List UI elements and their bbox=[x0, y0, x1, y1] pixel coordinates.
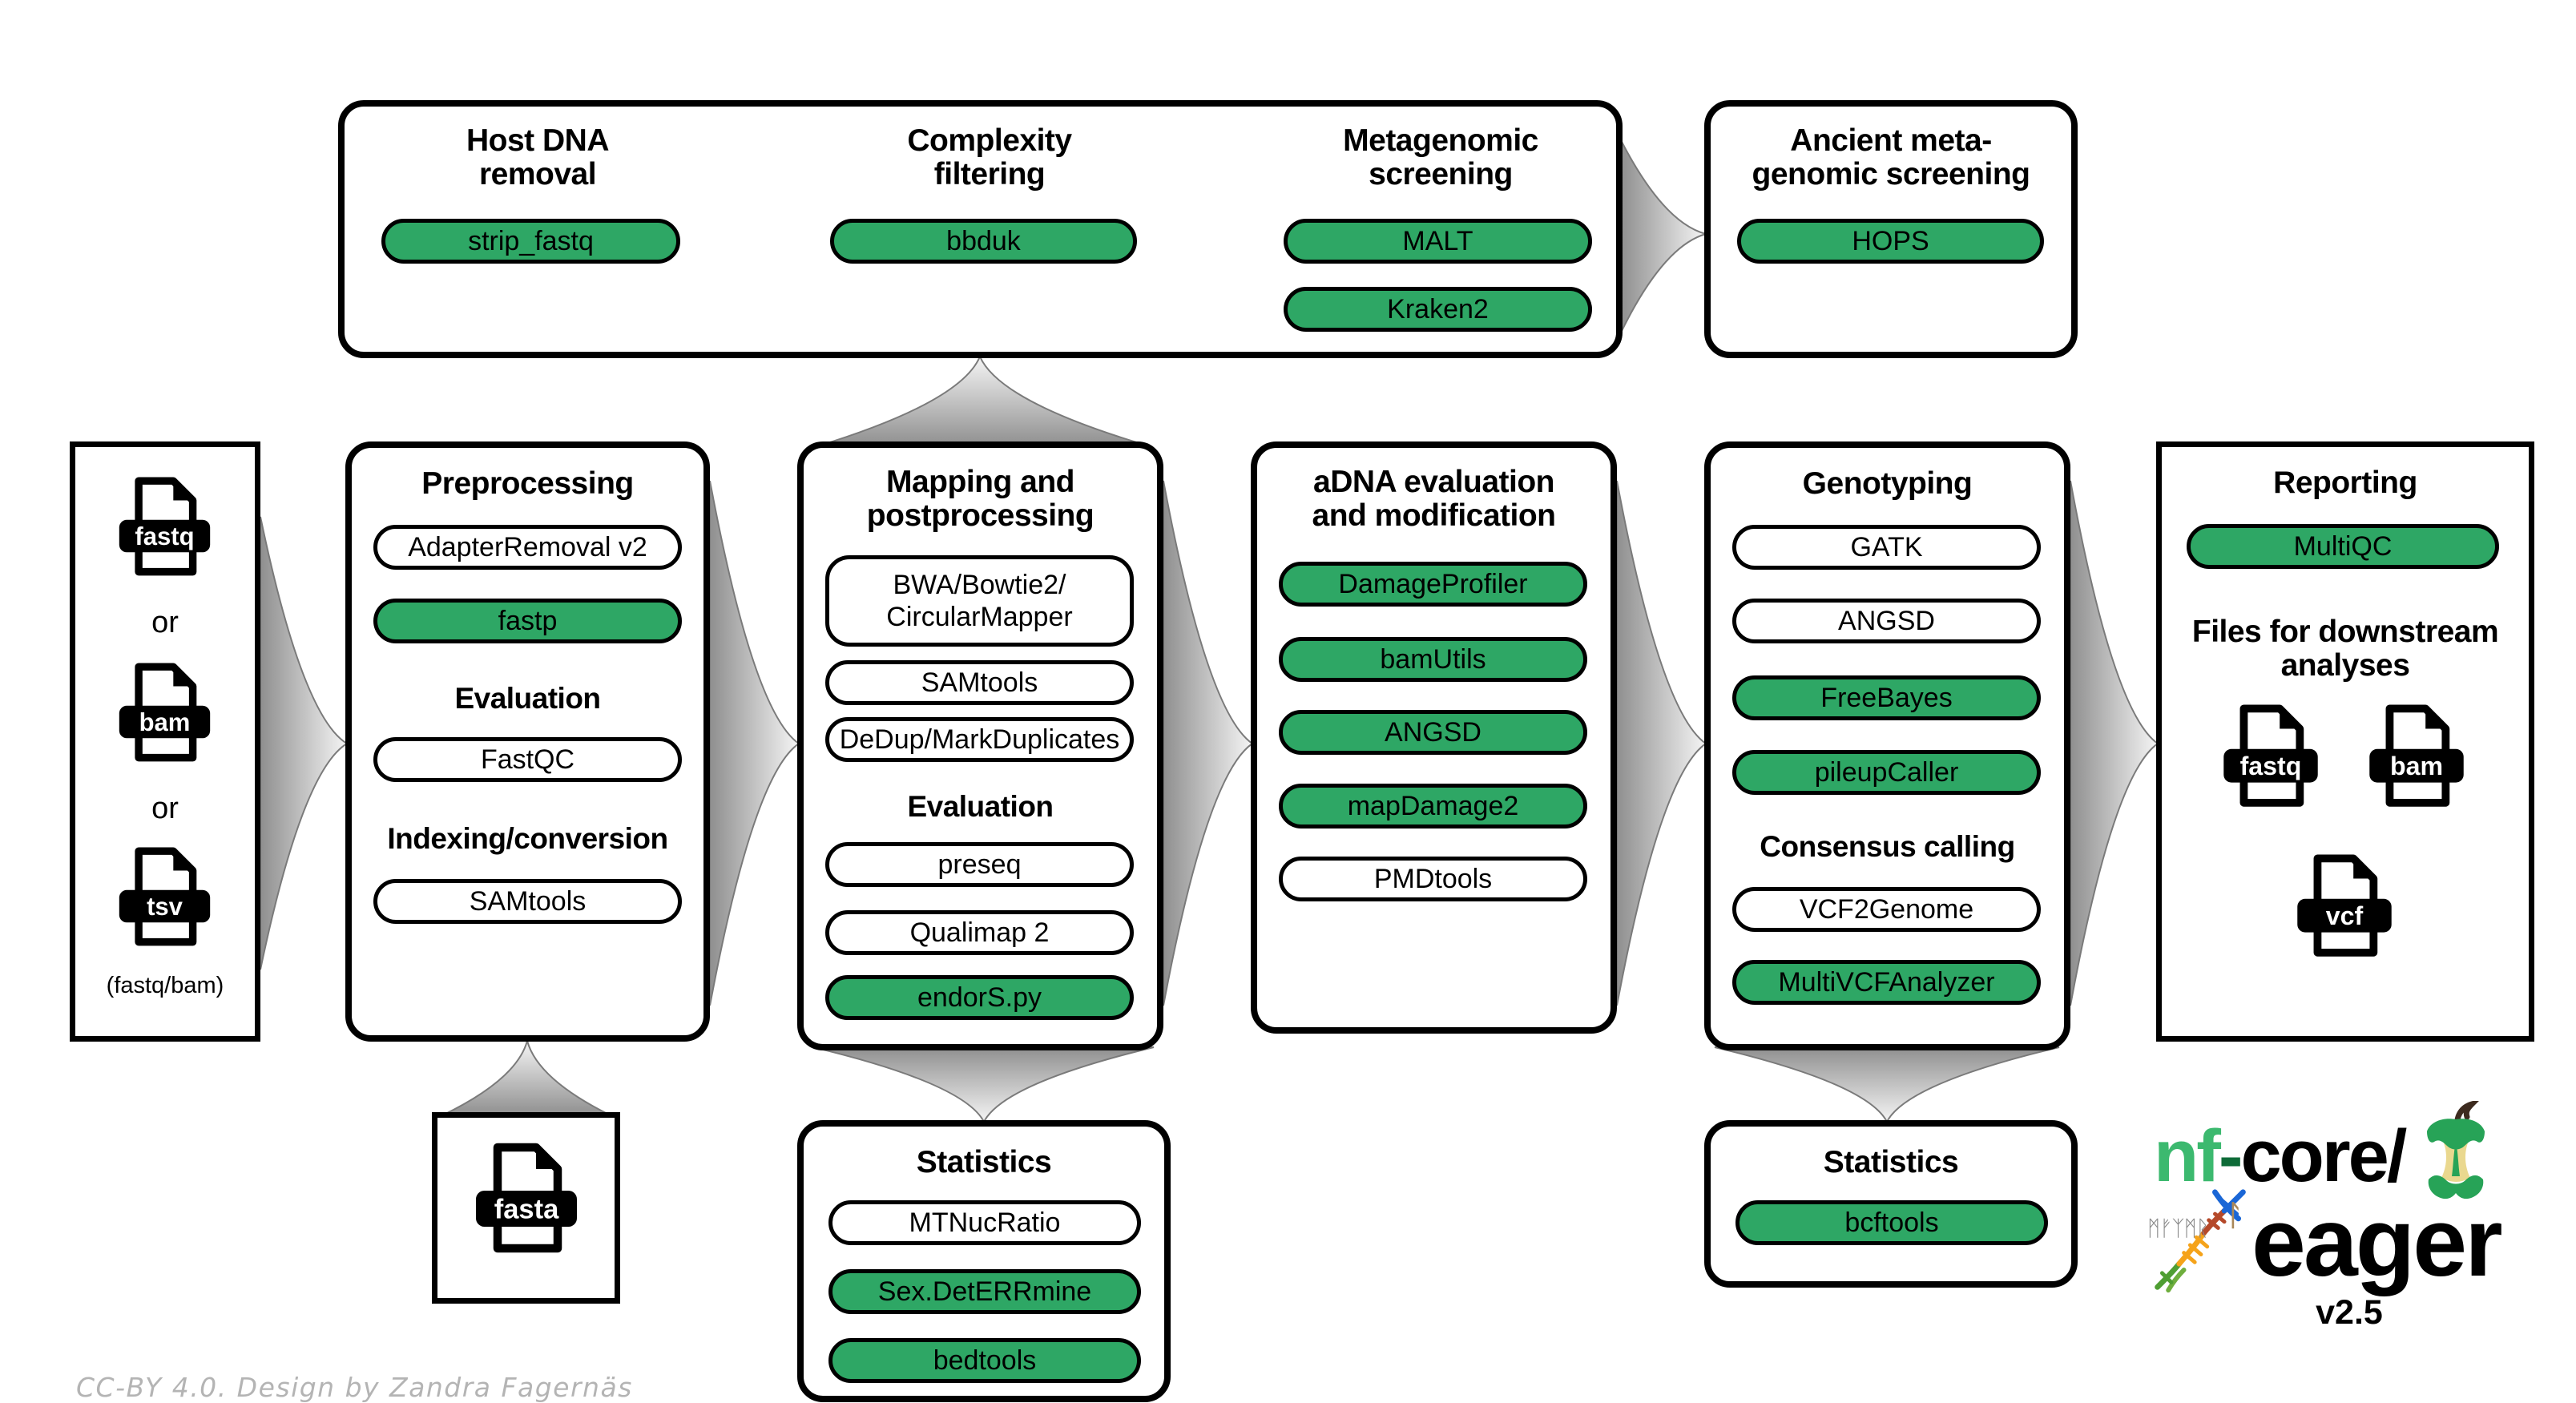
reporting-box: Reporting MultiQC Files for downstream a… bbox=[2156, 441, 2534, 1042]
arrow-genotyping-to-statistics bbox=[1714, 1046, 2060, 1124]
metagenomic-screening-title: Metagenomic screening bbox=[1343, 123, 1538, 192]
input-formats-note: (fastq/bam) bbox=[106, 973, 224, 998]
tool-pill-mapdamage: mapDamage2 bbox=[1279, 784, 1587, 828]
tool-pill-bamutils: bamUtils bbox=[1279, 637, 1587, 682]
tool-pill-damageprofiler: DamageProfiler bbox=[1279, 562, 1587, 607]
tool-pill-pmdtools: PMDtools bbox=[1279, 857, 1587, 901]
tool-pill-dedup: DeDup/MarkDuplicates bbox=[825, 717, 1134, 762]
dna-helix-icon: ᛗᚠᛉᛗᚱ ᛚ bbox=[2147, 1187, 2251, 1296]
input-files-box: fastq or bam or tsv (fastq/bam) bbox=[70, 441, 260, 1042]
genotyping-box: Genotyping GATK ANGSD FreeBayes pileupCa… bbox=[1704, 441, 2070, 1050]
tool-pill-bedtools: bedtools bbox=[828, 1338, 1141, 1383]
indexing-conversion-heading: Indexing/conversion bbox=[387, 822, 668, 855]
tool-pill-sexdeterrmine: Sex.DetERRmine bbox=[828, 1269, 1141, 1314]
statistics-title: Statistics bbox=[916, 1145, 1052, 1179]
tool-pill-samtools-map: SAMtools bbox=[825, 660, 1134, 705]
arrow-input-to-preprocessing bbox=[260, 516, 349, 970]
tool-pill-fastp: fastp bbox=[373, 599, 682, 643]
downstream-files-heading: Files for downstream analyses bbox=[2191, 615, 2499, 683]
tool-pill-angsd-geno: ANGSD bbox=[1732, 599, 2041, 643]
tool-pill-adapterremoval: AdapterRemoval v2 bbox=[373, 525, 682, 570]
arrow-adna-to-genotyping bbox=[1616, 480, 1707, 1006]
tsv-file-icon: tsv bbox=[119, 847, 211, 946]
or-label: or bbox=[151, 792, 179, 825]
tool-pill-endors: endorS.py bbox=[825, 975, 1134, 1020]
tool-pill-multivcfanalyzer: MultiVCFAnalyzer bbox=[1732, 960, 2041, 1005]
host-dna-removal-title: Host DNA removal bbox=[466, 123, 610, 192]
tool-pill-gatk: GATK bbox=[1732, 525, 2041, 570]
consensus-calling-heading: Consensus calling bbox=[1760, 830, 2015, 863]
statistics-title: Statistics bbox=[1823, 1145, 1959, 1179]
tool-pill-qualimap: Qualimap 2 bbox=[825, 910, 1134, 955]
mapping-title: Mapping and postprocessing bbox=[866, 465, 1094, 534]
fastq-file-icon: fastq bbox=[119, 477, 211, 576]
tool-pill-freebayes: FreeBayes bbox=[1732, 675, 2041, 720]
svg-text:fastq: fastq bbox=[135, 522, 194, 550]
svg-text:fasta: fasta bbox=[494, 1195, 559, 1225]
ancient-screening-box: Ancient meta- genomic screening HOPS bbox=[1704, 100, 2078, 358]
arrow-mapping-to-statistics bbox=[812, 1046, 1155, 1124]
tool-pill-fastqc: FastQC bbox=[373, 737, 682, 782]
tool-pill-preseq: preseq bbox=[825, 842, 1134, 887]
tool-pill-samtools-index: SAMtools bbox=[373, 879, 682, 924]
svg-text:vcf: vcf bbox=[2326, 901, 2364, 930]
preprocessing-title: Preprocessing bbox=[421, 466, 634, 501]
tool-pill-hops: HOPS bbox=[1737, 219, 2044, 264]
tool-pill-aligners: BWA/Bowtie2/ CircularMapper bbox=[825, 555, 1134, 647]
svg-text:bam: bam bbox=[139, 708, 191, 736]
dash-text: - bbox=[2218, 1115, 2243, 1197]
tool-pill-vcf2genome: VCF2Genome bbox=[1732, 887, 2041, 932]
version-label: v2.5 bbox=[2316, 1293, 2383, 1332]
credit-text: CC-BY 4.0. Design by Zandra Fagernäs bbox=[76, 1372, 633, 1403]
bam-file-icon: bam bbox=[119, 663, 211, 762]
eager-wordmark: ᛗᚠᛉᛗᚱ ᛚ bbox=[2147, 1187, 2503, 1296]
eager-text: eager bbox=[2251, 1187, 2503, 1296]
tool-pill-bcftools: bcftools bbox=[1735, 1200, 2048, 1245]
nf-core-eager-logo: nf-core/ ᛗᚠᛉᛗᚱ ᛚ bbox=[2147, 1101, 2543, 1348]
apple-core-icon bbox=[2427, 1101, 2485, 1199]
arrow-genotyping-to-reporting bbox=[2070, 480, 2159, 1006]
complexity-filtering-title: Complexity filtering bbox=[907, 123, 1072, 192]
tool-pill-bbduk: bbduk bbox=[830, 219, 1137, 264]
screening-box: Host DNA removal strip_fastq Complexity … bbox=[338, 100, 1623, 358]
tool-pill-mtnucratio: MTNucRatio bbox=[828, 1200, 1141, 1245]
genotyping-statistics-box: Statistics bcftools bbox=[1704, 1120, 2078, 1288]
fasta-reference-box: fasta bbox=[432, 1112, 620, 1304]
core-text: core/ bbox=[2240, 1115, 2407, 1197]
tool-pill-angsd-adna: ANGSD bbox=[1279, 710, 1587, 755]
arrow-mapping-to-screening bbox=[816, 354, 1151, 447]
vcf-output-file-icon: vcf bbox=[2297, 854, 2392, 957]
or-label: or bbox=[151, 606, 179, 639]
svg-text:tsv: tsv bbox=[147, 893, 183, 921]
tool-pill-pileupcaller: pileupCaller bbox=[1732, 750, 2041, 795]
ancient-screening-title: Ancient meta- genomic screening bbox=[1752, 123, 2030, 192]
evaluation-heading: Evaluation bbox=[454, 682, 601, 715]
reporting-title: Reporting bbox=[2273, 466, 2417, 500]
nf-core-wordmark: nf-core/ bbox=[2154, 1101, 2497, 1205]
tool-pill-kraken2: Kraken2 bbox=[1284, 287, 1592, 332]
svg-text:bam: bam bbox=[2390, 752, 2443, 780]
svg-text:fastq: fastq bbox=[2240, 752, 2302, 780]
bam-output-file-icon: bam bbox=[2369, 704, 2464, 807]
adna-box: aDNA evaluation and modification DamageP… bbox=[1251, 441, 1617, 1034]
evaluation-heading: Evaluation bbox=[907, 790, 1054, 823]
tool-pill-strip-fastq: strip_fastq bbox=[381, 219, 680, 264]
adna-title: aDNA evaluation and modification bbox=[1312, 465, 1557, 534]
arrow-metagenomic-to-ancient bbox=[1620, 139, 1709, 333]
genotyping-title: Genotyping bbox=[1802, 466, 1973, 501]
tool-pill-multiqc: MultiQC bbox=[2187, 524, 2499, 569]
rune-text: ᛗᚠᛉᛗᚱ bbox=[2147, 1216, 2209, 1240]
statistics-box: Statistics MTNucRatio Sex.DetERRmine bed… bbox=[797, 1120, 1171, 1402]
fastq-output-file-icon: fastq bbox=[2223, 704, 2318, 807]
nf-text: nf bbox=[2154, 1115, 2221, 1197]
mapping-box: Mapping and postprocessing BWA/Bowtie2/ … bbox=[797, 441, 1163, 1050]
preprocessing-box: Preprocessing AdapterRemoval v2 fastp Ev… bbox=[345, 441, 710, 1042]
fasta-file-icon: fasta bbox=[476, 1143, 577, 1253]
arrow-preprocessing-to-mapping bbox=[709, 480, 800, 1006]
tool-pill-malt: MALT bbox=[1284, 219, 1592, 264]
arrow-fasta-to-preprocessing bbox=[441, 1038, 611, 1116]
rune-l-text: ᛚ bbox=[2226, 1199, 2243, 1232]
arrow-mapping-to-adna bbox=[1163, 480, 1254, 1006]
